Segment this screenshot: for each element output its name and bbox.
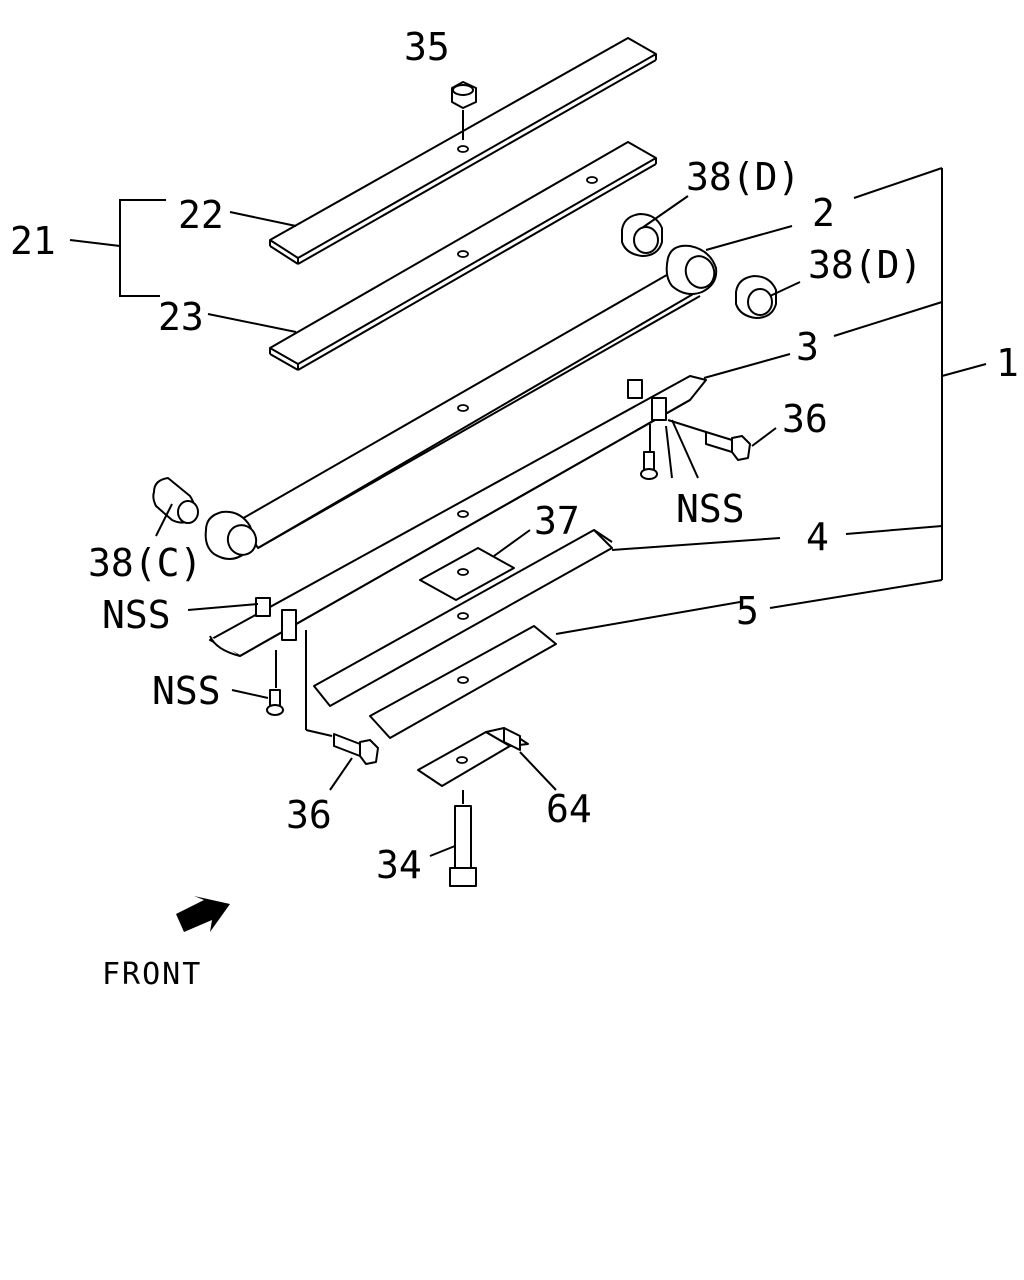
pad-37 xyxy=(419,547,515,601)
leaf-22 xyxy=(269,37,657,265)
label-37: 37 xyxy=(534,499,580,543)
bushing-38d-upper xyxy=(621,213,663,257)
bushing-38d-right xyxy=(735,275,777,319)
front-arrow-icon xyxy=(176,896,230,932)
label-4: 4 xyxy=(806,515,829,559)
label-36-rear: 36 xyxy=(782,397,828,441)
label-23: 23 xyxy=(158,295,204,339)
label-38c: 38(C) xyxy=(88,541,202,585)
leaf-3 xyxy=(209,375,707,737)
main-leaf-2 xyxy=(204,244,718,560)
nss-bolt-front xyxy=(266,689,284,716)
nss-bolt-rear xyxy=(640,451,658,480)
label-nss-rear: NSS xyxy=(676,487,745,531)
label-nss-middle: NSS xyxy=(102,593,171,637)
label-21: 21 xyxy=(10,219,56,263)
label-38d-upper: 38(D) xyxy=(686,155,800,199)
label-22: 22 xyxy=(178,193,224,237)
label-35: 35 xyxy=(404,25,450,69)
label-2: 2 xyxy=(812,191,835,235)
leaf-5 xyxy=(369,625,557,739)
label-38d-right: 38(D) xyxy=(808,243,922,287)
bushing-38c xyxy=(152,477,199,524)
label-3: 3 xyxy=(796,325,819,369)
bolt-36-front xyxy=(333,733,379,765)
label-64: 64 xyxy=(546,787,592,831)
front-label: FRONT xyxy=(102,957,202,992)
bolt-34 xyxy=(449,790,477,887)
leaf-23 xyxy=(269,141,657,371)
label-5: 5 xyxy=(736,589,759,633)
label-36-front: 36 xyxy=(286,793,332,837)
leader-lines xyxy=(69,167,987,857)
bracket-64 xyxy=(417,727,529,787)
bolt-36-rear xyxy=(705,431,751,461)
label-1: 1 xyxy=(996,341,1019,385)
leaf-4 xyxy=(313,529,613,707)
label-nss-front: NSS xyxy=(152,669,221,713)
label-34: 34 xyxy=(376,843,422,887)
nut-35 xyxy=(451,81,477,140)
